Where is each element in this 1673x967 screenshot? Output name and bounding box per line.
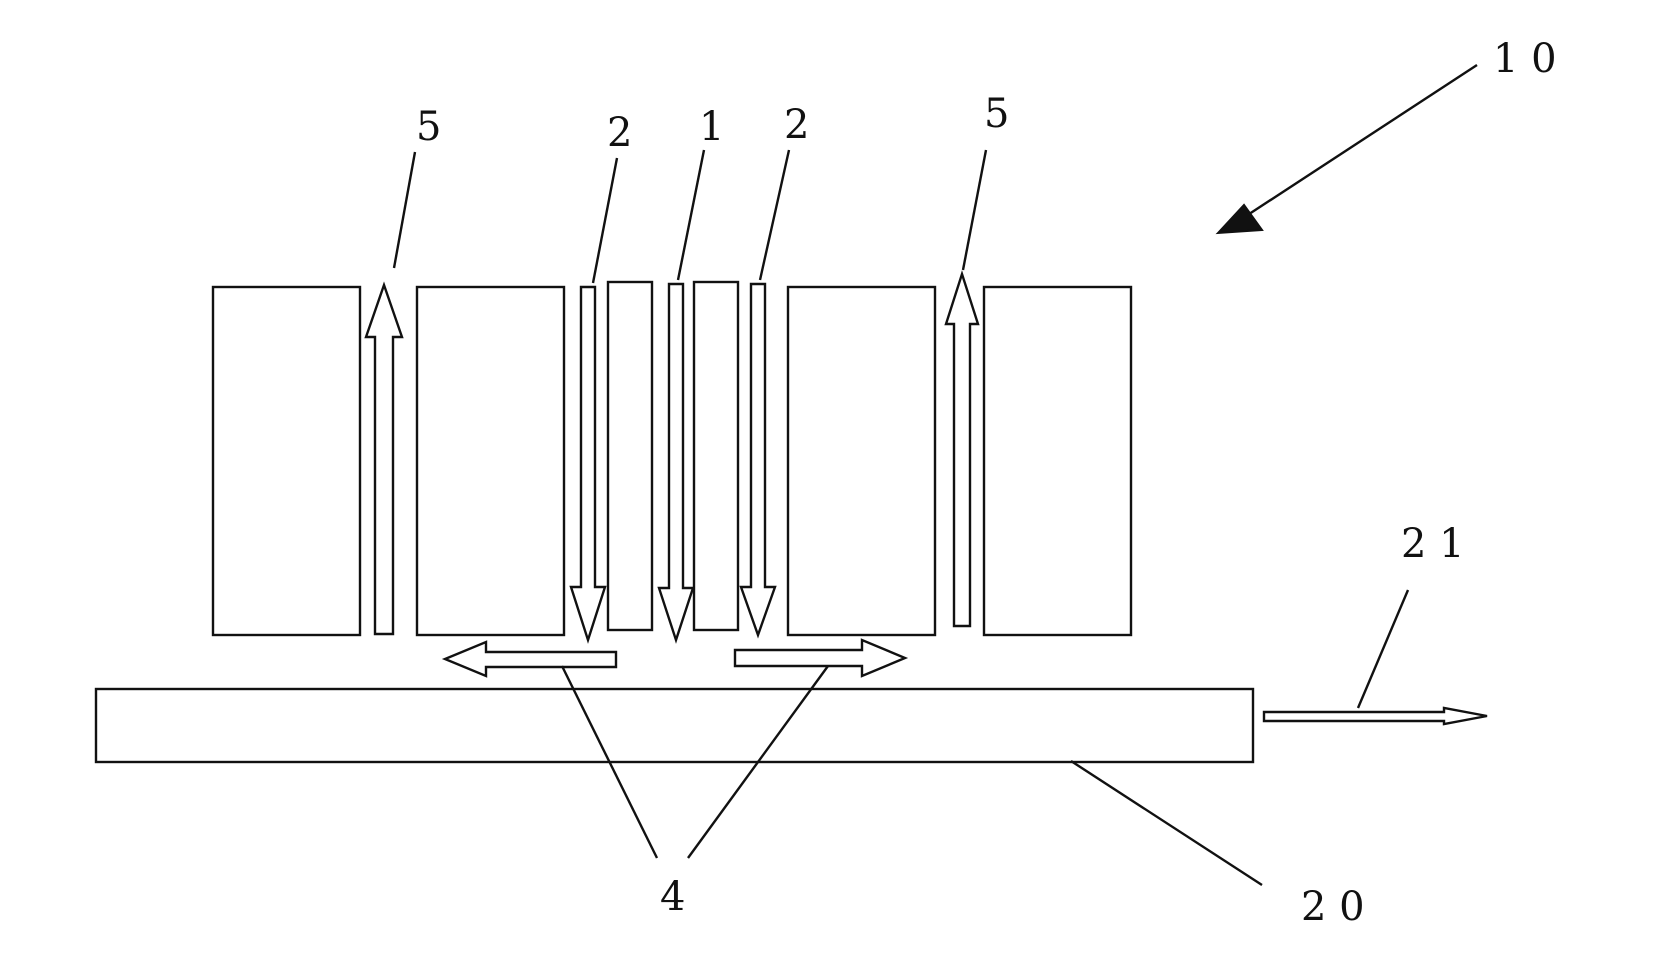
leader-outer-gap-right xyxy=(963,150,986,270)
label-inner-gap-left: 2 xyxy=(607,110,632,156)
down-arrow-inner-right xyxy=(741,284,775,635)
transport-arrow xyxy=(1264,708,1487,724)
leader-transport xyxy=(1358,590,1408,708)
label-inner-gap-right: 2 xyxy=(784,102,809,148)
up-arrow-right xyxy=(946,274,978,626)
label-assembly: 1 0 xyxy=(1493,36,1557,82)
label-outer-gap-right: 5 xyxy=(984,91,1009,137)
down-arrow-center xyxy=(659,284,693,640)
leader-assembly xyxy=(1240,65,1477,220)
lateral-arrow-right xyxy=(735,640,905,676)
leader-substrate xyxy=(1071,761,1262,885)
leader-inner-gap-left xyxy=(593,158,617,283)
block-center-left xyxy=(608,282,652,630)
label-outer-gap-left: 5 xyxy=(416,104,441,150)
label-lateral-flow: 4 xyxy=(660,874,685,920)
leader-inner-gap-right xyxy=(760,150,789,280)
leader-outer-gap-left xyxy=(394,152,415,268)
block-center-right xyxy=(694,282,738,630)
label-transport-direction: 2 1 xyxy=(1401,521,1465,567)
block-inner-right xyxy=(788,287,935,635)
down-arrow-inner-left xyxy=(571,287,605,640)
lateral-arrow-left xyxy=(445,642,616,676)
label-center-gap: 1 xyxy=(699,104,724,150)
block-outer-right xyxy=(984,287,1131,635)
block-outer-left xyxy=(213,287,360,635)
substrate xyxy=(96,689,1253,762)
up-arrow-left xyxy=(366,285,402,634)
block-inner-left xyxy=(417,287,564,635)
leader-center-gap xyxy=(678,150,704,280)
label-substrate: 2 0 xyxy=(1301,884,1365,930)
